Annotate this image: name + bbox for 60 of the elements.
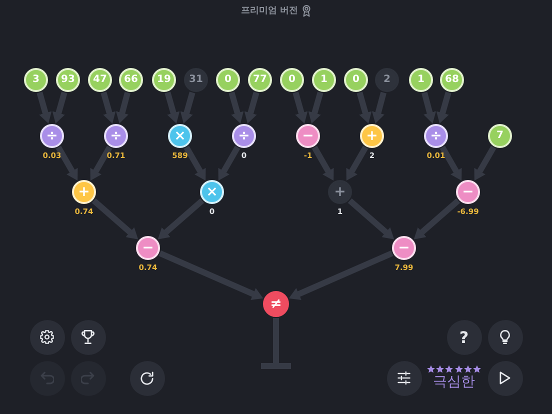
arrow	[164, 92, 180, 124]
arrow	[346, 146, 368, 181]
operator-node: −	[456, 180, 480, 204]
arrow	[348, 198, 394, 240]
number-node: 2	[375, 68, 399, 92]
arrow	[184, 146, 206, 181]
arrow	[56, 146, 78, 181]
arrow	[158, 250, 264, 300]
number-node: 3	[24, 68, 48, 92]
operator-node: ≠	[263, 291, 289, 317]
operator-node: −	[136, 236, 160, 260]
operator-node: −	[296, 124, 320, 148]
arrow	[180, 92, 196, 124]
arrow	[474, 146, 496, 181]
arrow	[100, 92, 116, 124]
operator-node: ÷	[40, 124, 64, 148]
arrow	[356, 92, 372, 124]
number-node: 1	[312, 68, 336, 92]
arrow	[218, 146, 240, 181]
operator-node: ÷	[232, 124, 256, 148]
title-text: 프리미엄 버전	[240, 5, 298, 17]
operator-node: +	[360, 124, 384, 148]
arrow	[422, 92, 436, 124]
number-node: 1	[409, 68, 433, 92]
operator-node: ×	[200, 180, 224, 204]
arrow	[116, 92, 130, 124]
number-node: 77	[248, 68, 272, 92]
arrow	[228, 92, 244, 124]
arrow	[308, 92, 324, 124]
operator-node: ÷	[424, 124, 448, 148]
arrow	[288, 250, 394, 300]
arrow	[36, 92, 52, 124]
help-button: ?	[446, 320, 482, 354]
operator-node: ×	[168, 124, 192, 148]
arrow	[414, 198, 460, 240]
arrow	[244, 92, 260, 124]
arrow	[92, 198, 138, 240]
number-node: 31	[184, 68, 208, 92]
number-node: 93	[56, 68, 80, 92]
arrow	[440, 146, 462, 181]
number-node: 7	[488, 124, 512, 148]
arrow	[292, 92, 308, 124]
number-node: 0	[344, 68, 368, 92]
arrow	[372, 92, 386, 124]
operator-node: +	[328, 180, 352, 204]
arrow	[436, 92, 452, 124]
number-node: 0	[216, 68, 240, 92]
operator-node: −	[392, 236, 416, 260]
arrow	[90, 146, 112, 181]
number-node: 0	[280, 68, 304, 92]
number-node: 66	[119, 68, 143, 92]
number-node: 47	[88, 68, 112, 92]
number-node: 19	[152, 68, 176, 92]
difficulty-text: 극심한	[433, 374, 475, 390]
number-node: 68	[440, 68, 464, 92]
arrow	[52, 92, 68, 124]
arrow	[158, 198, 204, 240]
operator-node: +	[72, 180, 96, 204]
arrow	[312, 146, 334, 181]
operator-node: ÷	[104, 124, 128, 148]
